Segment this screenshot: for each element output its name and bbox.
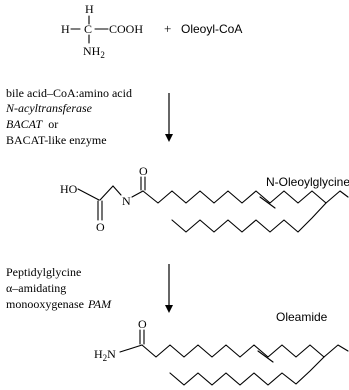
oleamide-chain-upper [141,344,349,358]
oleoylglycine-bond-o-c [77,188,100,201]
oleoylglycine-n: N [122,194,131,208]
step1-line1: bile acid–CoA:amino acid [6,86,132,100]
oleamide-bond-n-c [119,344,143,353]
oleamide-label: Oleamide [276,310,328,324]
step2-enzyme-label: Peptidylglycine α–amidating monooxygenas… [6,265,112,311]
oleoylglycine-o-amide: O [139,164,148,178]
plus-sign: + [164,21,171,36]
oleamide-cis-double-bond [257,350,274,363]
oleoylglycine-o-acid: O [96,220,105,234]
step2-line2: α–amidating [6,281,66,295]
step1-line4: BACAT-like enzyme [6,133,107,147]
glycine-structure: H H C COOH NH2 [61,2,143,60]
step1-arrow [165,93,173,142]
glycine-nh2: NH2 [83,44,105,60]
oleamide-chain-lower [169,356,325,386]
oleamide-o-amide: O [138,317,147,331]
n-oleoylglycine-label: N-Oleoylglycine [266,175,349,189]
oleoylglycine-bond-ch2-n [112,185,122,196]
step2-line1: Peptidylglycine [6,265,81,279]
step2-arrow [165,264,173,313]
oleoylglycine-chain-upper [142,190,349,204]
step1-line3: BACAT or [6,117,58,131]
glycine-c: C [84,22,92,36]
glycine-cooh: COOH [109,22,143,36]
oleoylglycine-cis-double-bond [259,196,276,209]
glycine-h-left: H [61,22,70,36]
oleamide-structure: H2N O [94,317,349,386]
oleoyl-coa-label: Oleoyl-CoA [181,22,242,36]
oleoylglycine-bond-n-c [131,190,144,198]
oleoylglycine-ho: HO [60,182,78,196]
step1-line2: N-acyltransferase [5,101,93,115]
oleamide-h2n: H2N [94,347,116,363]
oleoylglycine-chain-lower [171,202,327,233]
n-oleoylglycine-structure: HO O N O [60,164,349,234]
glycine-h-top: H [85,2,94,16]
oleoylglycine-bond-c-ch2 [99,185,114,201]
step1-enzyme-label: bile acid–CoA:amino acid N-acyltransfera… [5,86,132,147]
